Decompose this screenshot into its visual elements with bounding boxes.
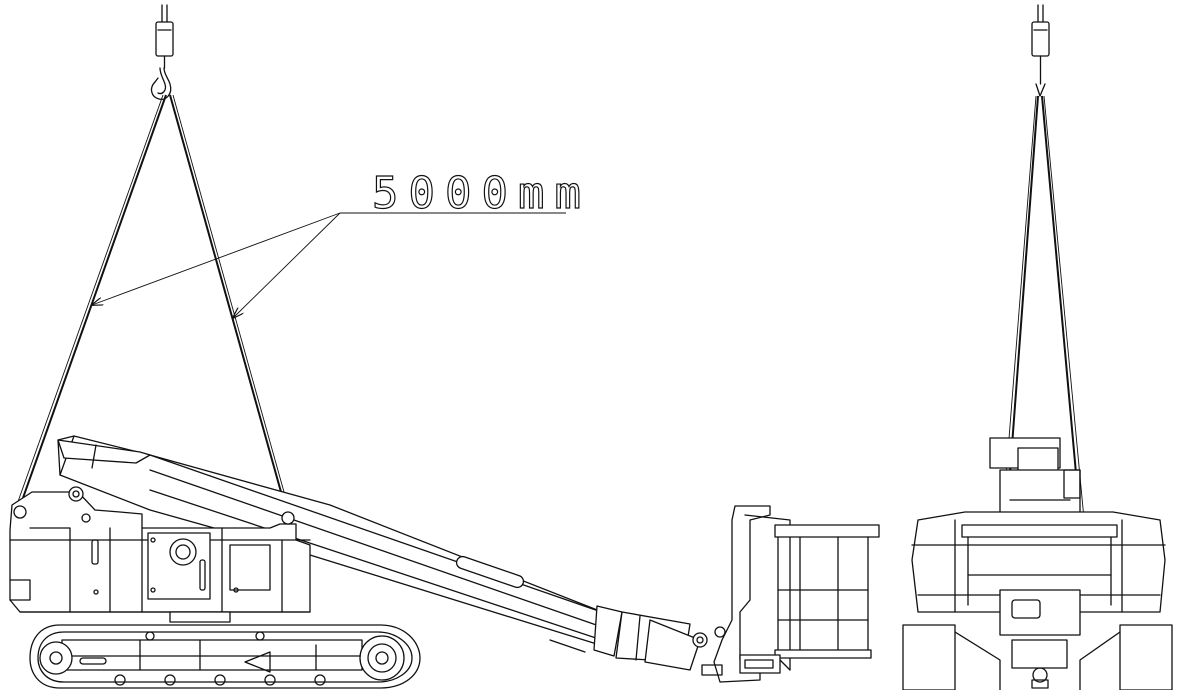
dimension-annotation: 5000mm [92,167,591,318]
dimension-label: 5000mm [372,168,591,219]
work-platform [701,505,880,683]
crane-hook-front [1031,4,1050,97]
front-machine-body [902,437,1173,690]
machine-body [9,486,311,623]
front-view [902,4,1173,690]
sling-ropes-side [14,94,292,518]
telescopic-boom [57,435,708,671]
crane-hook-side [150,4,174,100]
side-view: 5000mm [9,4,880,689]
crawler-track [29,624,421,689]
